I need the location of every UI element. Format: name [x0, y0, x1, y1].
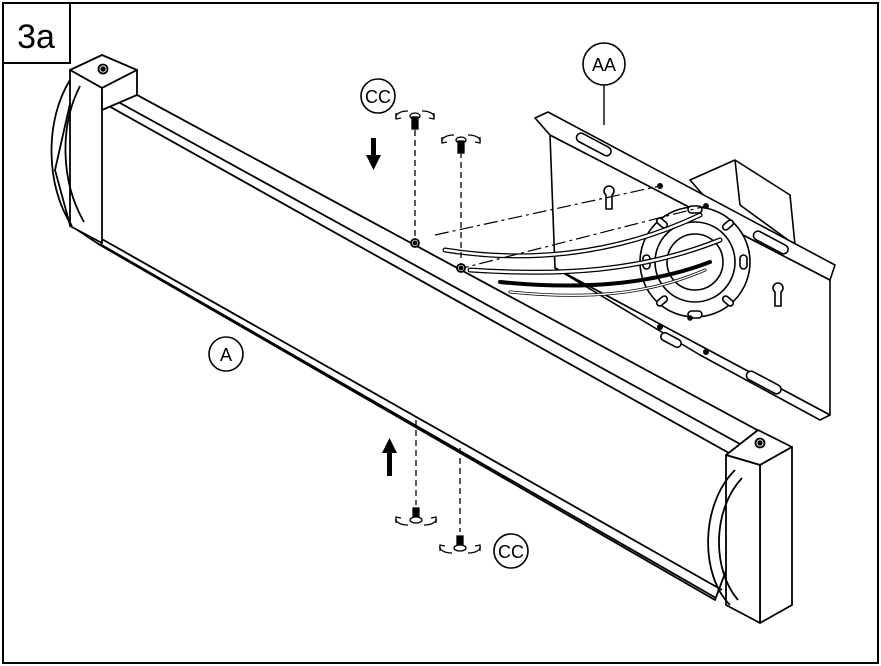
- label-cc-bottom-text: CC: [498, 542, 524, 562]
- arrow-up-icon: [382, 438, 397, 476]
- wires: [442, 212, 723, 297]
- screw-bottom-left: [395, 507, 437, 526]
- top-screws: [395, 110, 481, 262]
- screw-top-right: [441, 134, 481, 154]
- label-aa-text: AA: [592, 55, 616, 75]
- alignment-lines: [434, 185, 707, 271]
- label-mounting-plate: AA: [582, 42, 626, 125]
- arrow-down-icon: [366, 138, 381, 170]
- label-fixture: A: [208, 336, 244, 372]
- screw-top-left: [395, 110, 435, 130]
- label-screw-top: CC: [360, 78, 396, 114]
- screw-bottom-right: [439, 535, 481, 554]
- step-number: 3a: [17, 18, 55, 56]
- label-screw-bottom: CC: [493, 533, 529, 569]
- label-a-text: A: [220, 345, 232, 365]
- step-badge: 3a: [2, 2, 71, 64]
- bottom-screws: [395, 420, 481, 554]
- label-cc-top-text: CC: [365, 87, 391, 107]
- light-fixture: [50, 54, 793, 624]
